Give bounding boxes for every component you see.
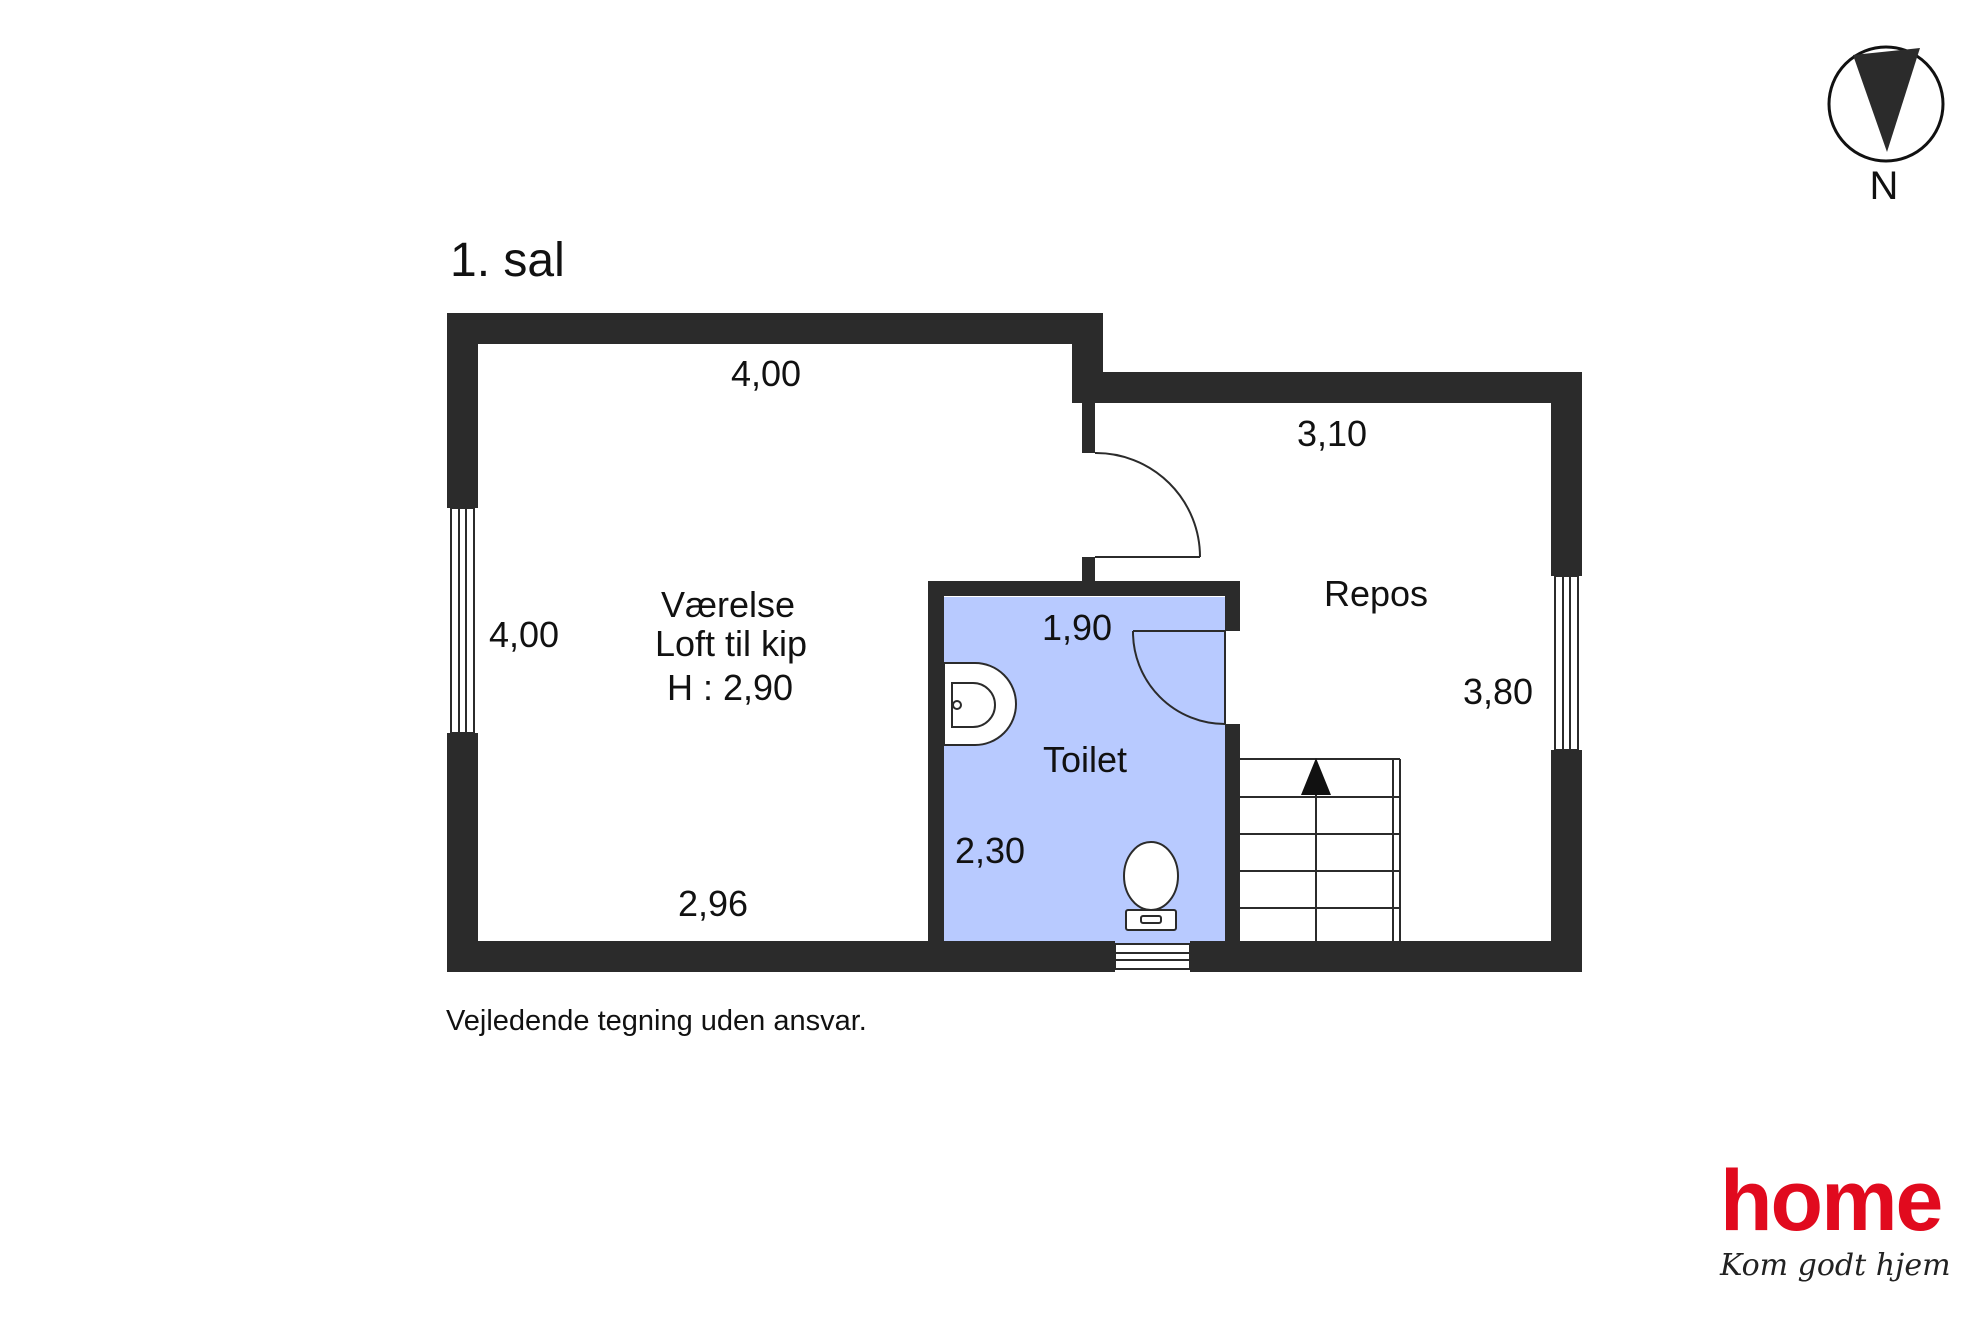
landing-name: Repos [1324, 573, 1428, 614]
stair-arrow-icon [1301, 758, 1331, 795]
landing-dim-top: 3,10 [1297, 413, 1367, 454]
compass-north-label: N [1870, 164, 1899, 208]
landing-dim-right: 3,80 [1463, 671, 1533, 712]
bedroom-name: Værelse [661, 584, 795, 625]
floor-title: 1. sal [450, 234, 565, 287]
disclaimer-text: Vejledende tegning uden ansvar. [446, 1005, 867, 1037]
compass-icon [1827, 45, 1945, 163]
toilet-dim-top: 1,90 [1042, 607, 1112, 648]
bedroom-dim-bottom: 2,96 [678, 883, 748, 924]
window-left [450, 507, 475, 734]
window-right [1554, 575, 1579, 751]
toilet-bowl-icon [1123, 841, 1179, 931]
walls [447, 313, 1582, 972]
toilet-floor [943, 597, 1225, 945]
door-toilet [1131, 630, 1226, 725]
window-toilet [1114, 943, 1191, 970]
stairs [1240, 758, 1401, 941]
bedroom-dim-left: 4,00 [489, 614, 559, 655]
door-bedroom [1094, 451, 1201, 558]
toilet-name: Toilet [1043, 739, 1127, 780]
brand-slogan: Kom godt hjem [1719, 1248, 1951, 1283]
bedroom-ceiling-note: Loft til kip [655, 623, 807, 664]
bedroom-dim-top: 4,00 [731, 353, 801, 394]
sink-icon [943, 662, 1017, 746]
brand-logo: home [1720, 1153, 1941, 1249]
bedroom-height: H : 2,90 [667, 667, 793, 708]
toilet-dim-left: 2,30 [955, 830, 1025, 871]
